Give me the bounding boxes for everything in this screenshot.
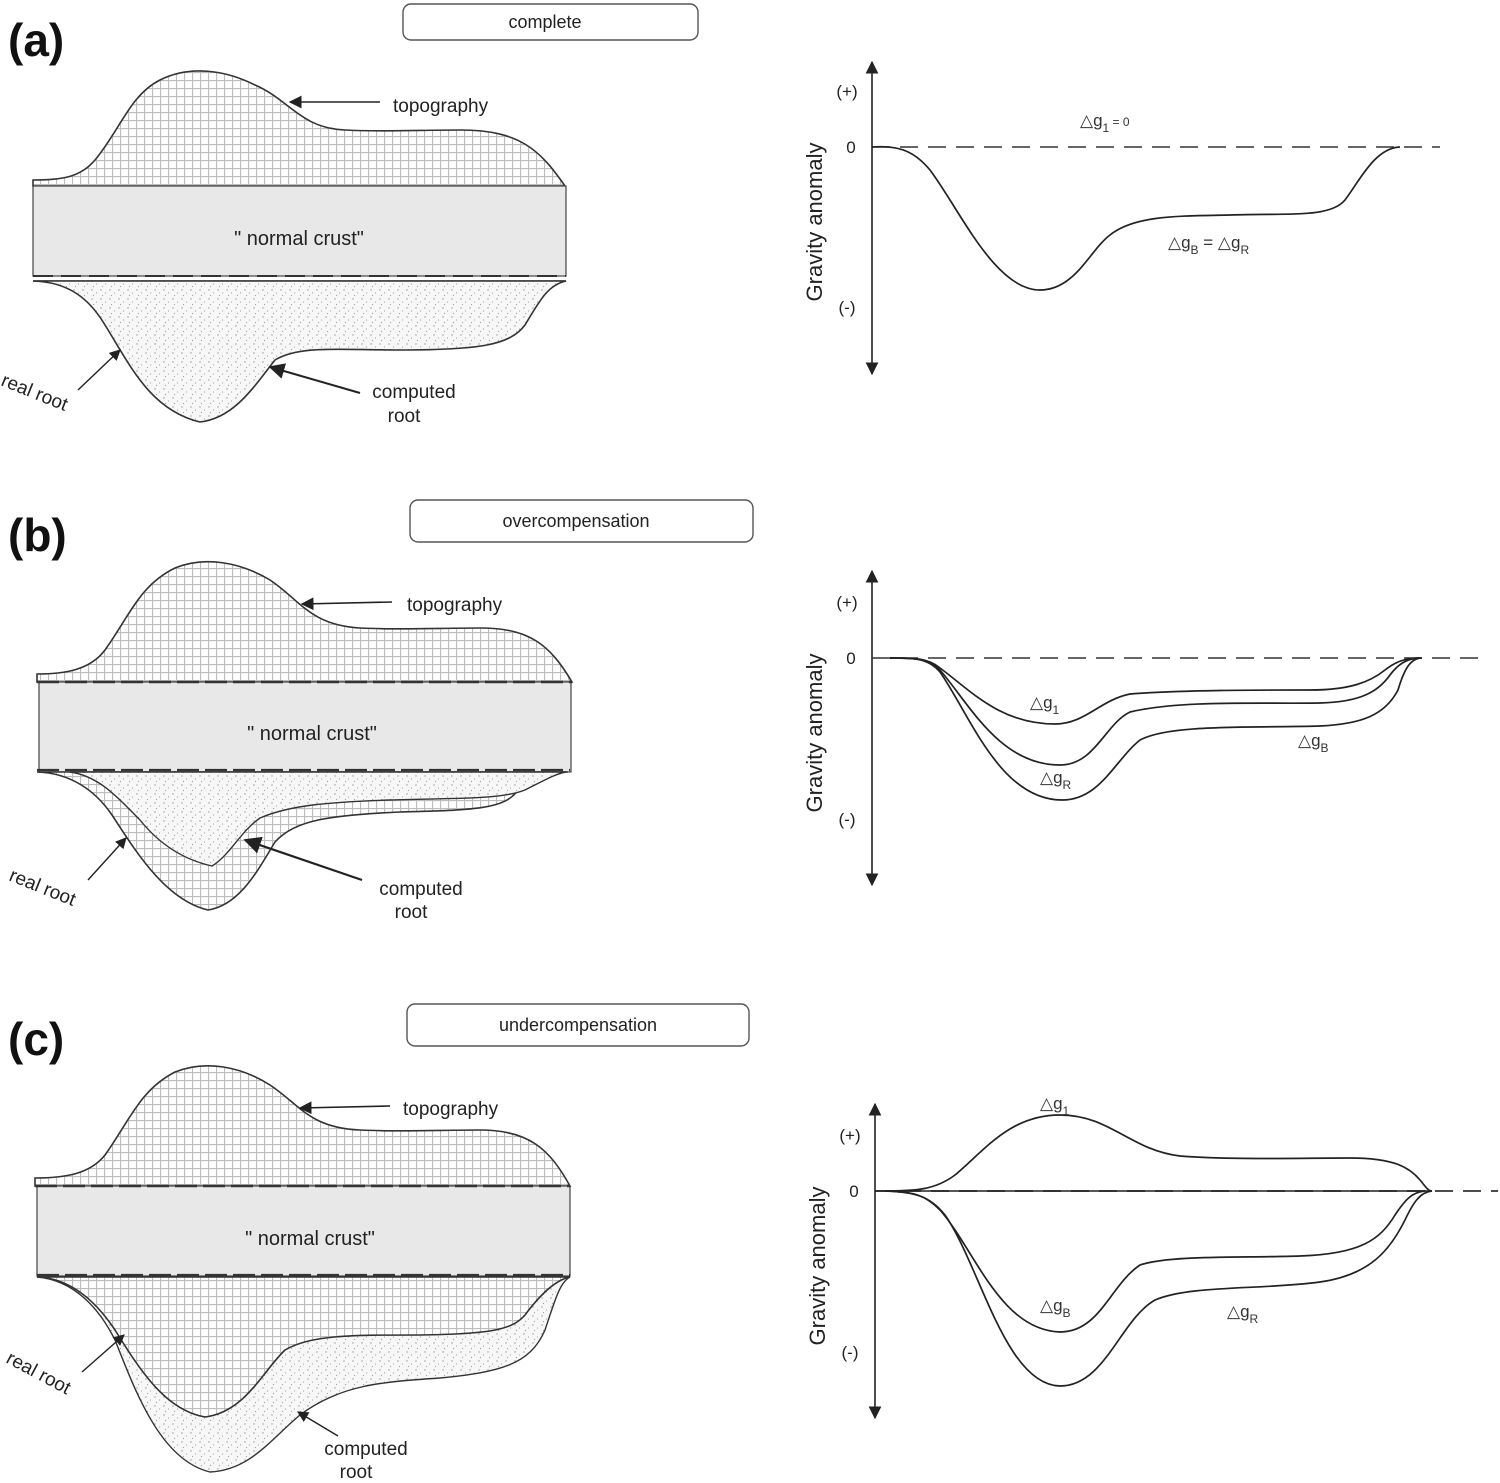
topography-arrow xyxy=(300,597,393,611)
topography-shape xyxy=(36,560,574,683)
computed-root-arrow xyxy=(243,836,363,882)
computed-root-label-line2: root xyxy=(395,902,428,923)
case-label-box: undercompensation xyxy=(406,1003,750,1047)
case-label-box: complete xyxy=(402,3,699,41)
panel-a: (a) complete " normal crust" topography … xyxy=(0,3,1440,427)
real-root-arrow xyxy=(81,1334,125,1373)
computed-root-label-line2: root xyxy=(340,1462,373,1483)
g1-label: △g1 xyxy=(1030,693,1060,717)
computed-root-label-line1: computed xyxy=(372,382,455,403)
real-root-arrow xyxy=(77,349,121,391)
gB-label: △gB xyxy=(1298,731,1329,755)
panel-letter: (b) xyxy=(8,509,67,561)
tick-zero: 0 xyxy=(846,138,855,157)
curve-gR xyxy=(884,1190,1433,1387)
panel-b: (b) overcompensation " normal crust" top… xyxy=(6,499,1478,923)
topography-shape xyxy=(32,70,567,187)
topography-label: topography xyxy=(407,595,503,616)
gR-label: △gR xyxy=(1040,768,1072,792)
computed-root-arrow xyxy=(297,1411,339,1437)
g1-label: △g1 xyxy=(1040,1094,1070,1118)
panel-letter: (a) xyxy=(8,14,64,66)
topography-label: topography xyxy=(403,1099,499,1120)
gravity-plot: Gravity anomaly (+) 0 (-) △g1 = 0 △gB = … xyxy=(802,60,1440,376)
panel-c: (c) undercompensation " normal crust" to… xyxy=(3,1003,1498,1483)
tick-zero: 0 xyxy=(849,1182,858,1201)
curve-g1 xyxy=(884,1114,1433,1192)
real-root-arrow xyxy=(87,837,127,881)
tick-plus: (+) xyxy=(839,1126,860,1145)
real-root-label: real root xyxy=(6,865,79,911)
topography-shape xyxy=(34,1065,572,1187)
curve-gB xyxy=(884,1190,1426,1333)
case-label: overcompensation xyxy=(502,511,649,531)
curve-g1 xyxy=(889,657,1421,725)
case-label-box: overcompensation xyxy=(409,499,754,543)
gB-gR-label: △gB = △gR xyxy=(1168,233,1249,257)
gR-label: △gR xyxy=(1227,1302,1259,1326)
normal-crust-band xyxy=(36,1185,571,1277)
real-root-label: real root xyxy=(3,1348,75,1400)
gravity-plot: Gravity anomaly (+) 0 (-) △g1 △gB △gR xyxy=(805,1094,1498,1420)
computed-root-arrow xyxy=(268,363,361,394)
computed-root-label-line2: root xyxy=(388,406,421,427)
normal-crust-band xyxy=(32,185,567,277)
tick-plus: (+) xyxy=(836,82,857,101)
curve-gR xyxy=(889,657,1421,766)
tick-plus: (+) xyxy=(836,593,857,612)
real-root-label: real root xyxy=(0,370,71,416)
case-label: complete xyxy=(508,12,581,32)
y-axis-label: Gravity anomaly xyxy=(802,143,827,302)
tick-minus: (-) xyxy=(839,298,856,317)
normal-crust-band xyxy=(38,681,572,773)
real-root-shape xyxy=(36,1276,571,1418)
y-axis-label: Gravity anomaly xyxy=(802,654,827,813)
curve-gB xyxy=(889,657,1423,801)
topography-arrow xyxy=(298,1101,391,1115)
gB-label: △gB xyxy=(1040,1296,1071,1320)
tick-minus: (-) xyxy=(839,810,856,829)
curve-gB-gR xyxy=(871,145,1401,291)
case-label: undercompensation xyxy=(499,1015,657,1035)
tick-minus: (-) xyxy=(842,1343,859,1362)
y-axis-label: Gravity anomaly xyxy=(805,1187,830,1346)
normal-crust-label: " normal crust" xyxy=(234,228,364,250)
normal-crust-label: " normal crust" xyxy=(247,723,377,745)
computed-root-label-line1: computed xyxy=(324,1439,407,1460)
gravity-plot: Gravity anomaly (+) 0 (-) △g1 △gR △gB xyxy=(802,569,1478,887)
normal-crust-label: " normal crust" xyxy=(245,1228,375,1250)
computed-root-label-line1: computed xyxy=(379,879,462,900)
computed-root-shape xyxy=(69,771,567,867)
topography-label: topography xyxy=(393,96,489,117)
root-shape xyxy=(32,280,567,423)
tick-zero: 0 xyxy=(846,649,855,668)
g1-label: △g1 = 0 xyxy=(1080,111,1130,135)
panel-letter: (c) xyxy=(8,1013,64,1065)
